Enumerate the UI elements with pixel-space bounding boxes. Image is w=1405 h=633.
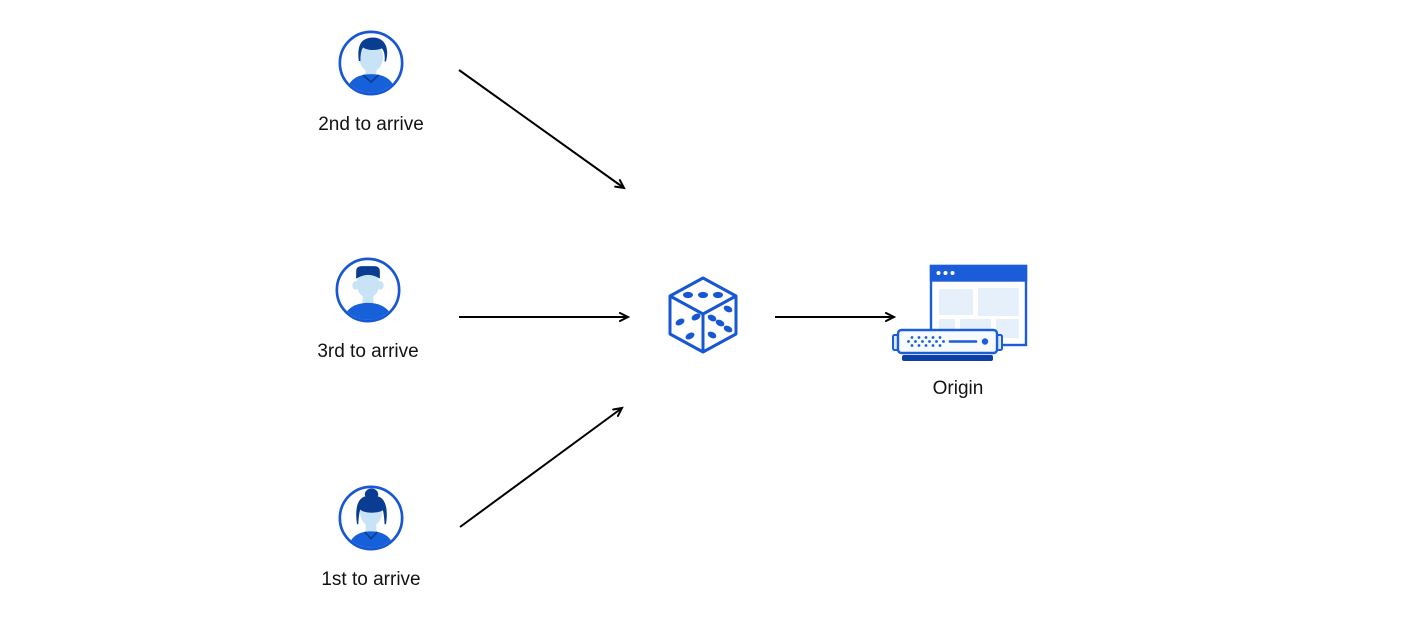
origin-server-browser-icon — [892, 264, 1028, 361]
node-user-third: 3rd to arrive — [283, 257, 453, 363]
user-third-label: 3rd to arrive — [317, 341, 419, 362]
origin-label: Origin — [932, 378, 984, 399]
node-user-second: 2nd to arrive — [286, 30, 456, 136]
user-first-label: 1st to arrive — [321, 569, 421, 590]
edge-user-second-to-dice — [458, 69, 626, 190]
node-user-first: 1st to arrive — [286, 485, 456, 591]
edge-user-first-to-dice — [459, 406, 624, 528]
female-user-avatar-icon — [338, 485, 404, 551]
dice-icon — [668, 276, 738, 354]
male-user-avatar-icon — [338, 30, 404, 96]
male-user-avatar-icon — [335, 257, 401, 323]
user-second-label: 2nd to arrive — [318, 114, 424, 135]
server-icon — [892, 328, 1003, 361]
